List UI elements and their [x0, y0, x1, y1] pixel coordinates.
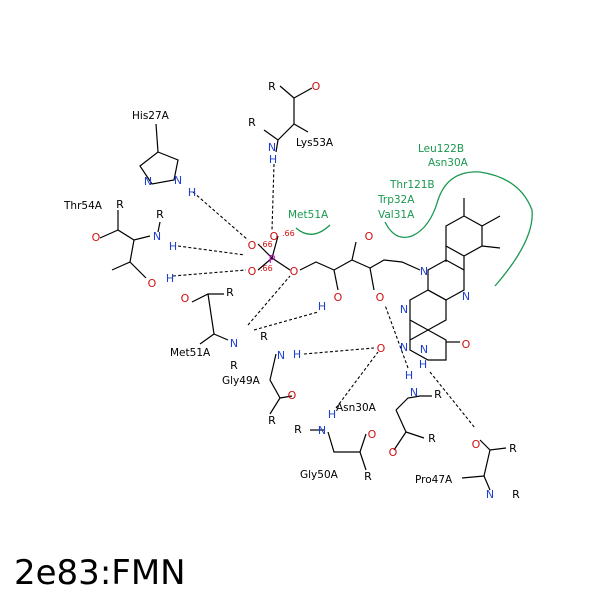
hbond-gly50a: [335, 351, 379, 409]
label-thr121b: Thr121B: [389, 179, 435, 191]
distance-label-1: .66: [260, 240, 273, 249]
atom-label-h: H: [188, 186, 196, 199]
atom-label-h: H: [169, 240, 177, 253]
atom-label-r: R: [268, 414, 276, 427]
atom-label-r: R: [248, 116, 256, 129]
atom-label-r: R: [260, 330, 268, 343]
atom-label-h: H: [269, 153, 277, 166]
atom-label-h: H: [318, 300, 326, 313]
atom-label-o: O: [181, 292, 190, 305]
label-lys53a: Lys53A: [296, 137, 334, 149]
arc-val31a-cluster: [384, 171, 533, 287]
atom-label-r: R: [156, 208, 164, 221]
atom-label-h: H: [405, 369, 413, 382]
atom-label-r: R: [509, 442, 517, 455]
atom-label-r: R: [268, 80, 276, 93]
atom-label-n: N: [410, 386, 418, 399]
atom-label-n: N: [230, 337, 238, 350]
distance-label-3: .66: [260, 264, 273, 273]
atom-label-r: R: [364, 470, 372, 483]
hbond-met51a-2: [253, 311, 319, 331]
atom-label-r: R: [116, 198, 124, 211]
label-gly49a: Gly49A: [222, 375, 261, 387]
label-leu122b: Leu122B: [418, 143, 464, 155]
atom-label-n: N: [277, 349, 285, 362]
hbond-met51a-1: [247, 275, 291, 326]
atom-label-o: O: [288, 389, 297, 402]
atom-label-n: N: [400, 303, 408, 316]
atom-label-o: O: [270, 230, 279, 243]
hbond-gly49a: [303, 347, 375, 355]
atom-label-o: O: [334, 291, 343, 304]
atom-label-n: N: [420, 343, 428, 356]
distance-labels: .66 .66 .66: [260, 229, 295, 273]
hbond-his27a: [192, 191, 249, 241]
atom-label-n: N: [400, 341, 408, 354]
atom-label-h: H: [419, 358, 427, 371]
hbond-thr54a-nh: [177, 245, 246, 256]
atom-label-h: H: [166, 272, 174, 285]
atom-label-o: O: [290, 265, 299, 278]
atom-label-o: O: [376, 291, 385, 304]
atom-label-o: O: [389, 446, 398, 459]
arc-met51a: [295, 224, 331, 235]
hydrophobic-arcs: [295, 171, 533, 287]
atom-label-n: N: [268, 141, 276, 154]
residue-bonds: [99, 85, 507, 491]
atom-label-o: O: [472, 438, 481, 451]
label-pro47a: Pro47A: [415, 474, 453, 486]
page-title: 2e83:FMN: [14, 553, 186, 593]
atom-label-o: O: [377, 342, 386, 355]
hydrophobic-labels: Leu122B Asn30A Thr121B Trp32A Val31A Met…: [288, 143, 469, 221]
atom-label-o: O: [248, 239, 257, 252]
atom-label-n: N: [318, 424, 326, 437]
atom-label-o: O: [92, 231, 101, 244]
atom-label-r: R: [512, 488, 520, 501]
atom-label-o: O: [365, 230, 374, 243]
atom-label-o: O: [148, 277, 157, 290]
atom-label-n: N: [174, 174, 182, 187]
label-asn30a: Asn30A: [336, 402, 377, 414]
hydrogen-bonds: [172, 163, 476, 429]
atom-label-o: O: [462, 338, 471, 351]
atom-label-r: R: [226, 286, 234, 299]
label-his27a: His27A: [132, 110, 170, 122]
label-met51a-contact: Met51A: [288, 209, 329, 221]
ligand-skeleton: [257, 198, 501, 361]
atom-label-h: H: [293, 348, 301, 361]
atom-label-n: N: [462, 290, 470, 303]
label-val31a: Val31A: [378, 209, 415, 221]
atom-label-r: R: [294, 423, 302, 436]
atom-label-h: H: [328, 408, 336, 421]
atom-label-o: O: [368, 428, 377, 441]
atom-label-p: P: [269, 253, 276, 266]
label-asn30a-contact: Asn30A: [428, 157, 469, 169]
label-thr54a: Thr54A: [63, 200, 103, 212]
atom-label-r: R: [434, 388, 442, 401]
label-gly50a: Gly50A: [300, 469, 339, 481]
atom-label-n: N: [144, 175, 152, 188]
residue-labels: His27A Lys53A Thr54A Met51A Gly49A Asn30…: [63, 110, 453, 486]
atom-label-n: N: [420, 265, 428, 278]
hbond-lys53a: [271, 163, 275, 231]
label-trp32a: Trp32A: [377, 194, 415, 206]
atom-label-r: R: [428, 432, 436, 445]
atom-label-n: N: [486, 488, 494, 501]
hbond-asn30a: [384, 304, 409, 369]
distance-label-2: .66: [282, 229, 295, 238]
label-met51a: Met51A: [170, 347, 211, 359]
hbond-thr54a-oh: [172, 269, 247, 277]
atom-label-o: O: [312, 80, 321, 93]
hbond-pro47a: [429, 371, 476, 429]
atom-label-n: N: [153, 230, 161, 243]
atom-label-r: R: [230, 359, 238, 372]
atom-label-o: O: [248, 265, 257, 278]
